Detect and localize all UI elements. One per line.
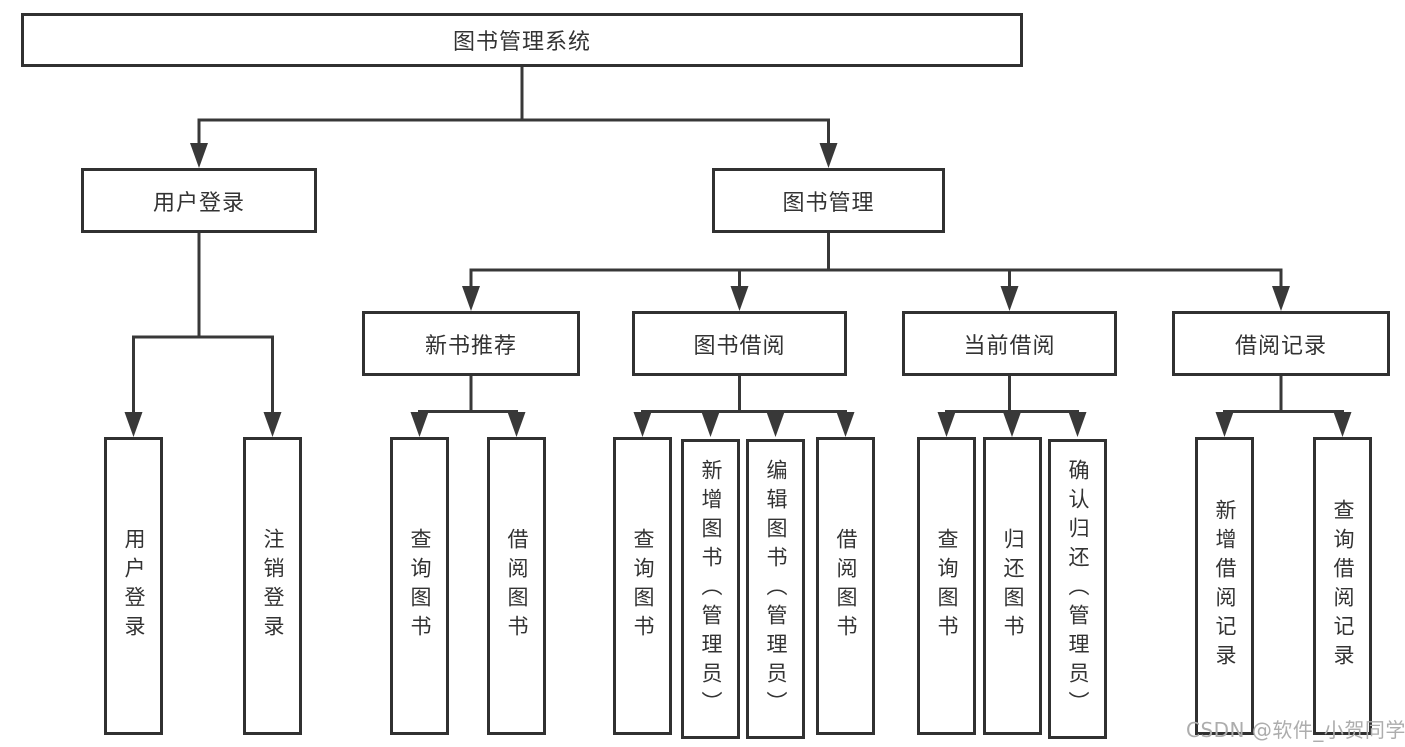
leaf-user-login: 用户登录 [104,437,163,735]
node-book-borrowing: 图书借阅 [632,311,847,376]
node-label: 查询图书 [631,528,656,644]
node-label: 注销登录 [261,528,286,644]
leaf-edit-book-admin: 编辑图书（管理员） [746,439,805,739]
node-label: 借阅图书 [834,528,859,644]
node-label: 查询借阅记录 [1331,499,1356,673]
leaf-add-book-admin: 新增图书（管理员） [681,439,740,739]
node-label: 确认归还（管理员） [1066,458,1091,720]
leaf-query-books-current: 查询图书 [917,437,976,735]
node-label: 用户登录 [152,190,245,216]
node-library-system-root: 图书管理系统 [21,13,1023,67]
arrowheads [124,143,1352,437]
leaf-query-books-recommend: 查询图书 [390,437,449,735]
csdn-watermark: CSDN @软件_小贺同学 [1186,718,1405,742]
leaf-borrow-books-recommend: 借阅图书 [487,437,546,735]
node-label: 查询图书 [408,528,433,644]
node-label: 新增借阅记录 [1213,499,1238,673]
node-current-borrowing: 当前借阅 [902,311,1117,376]
leaf-query-borrow-record: 查询借阅记录 [1313,437,1372,735]
node-new-book-recommendation: 新书推荐 [362,311,580,376]
node-label: 查询图书 [935,528,960,644]
leaf-return-book: 归还图书 [983,437,1042,735]
leaf-confirm-return-admin: 确认归还（管理员） [1048,439,1107,739]
leaf-logout: 注销登录 [243,437,302,735]
node-label: 新增图书（管理员） [699,458,724,720]
node-label: 编辑图书（管理员） [764,458,789,720]
node-user-login: 用户登录 [81,168,317,233]
node-label: 新书推荐 [424,333,517,359]
node-label: 当前借阅 [963,333,1056,359]
node-label: 借阅记录 [1234,333,1327,359]
node-label: 归还图书 [1001,528,1026,644]
leaf-add-borrow-record: 新增借阅记录 [1195,437,1254,735]
node-book-management: 图书管理 [712,168,945,233]
node-label: 图书管理系统 [452,30,591,55]
node-label: 图书管理 [782,190,875,216]
node-label: 用户登录 [122,528,147,644]
node-borrowing-records: 借阅记录 [1172,311,1390,376]
node-label: 图书借阅 [693,333,786,359]
node-label: 借阅图书 [505,528,530,644]
leaf-query-books-borrowing: 查询图书 [613,437,672,735]
leaf-borrow-books-borrowing: 借阅图书 [816,437,875,735]
